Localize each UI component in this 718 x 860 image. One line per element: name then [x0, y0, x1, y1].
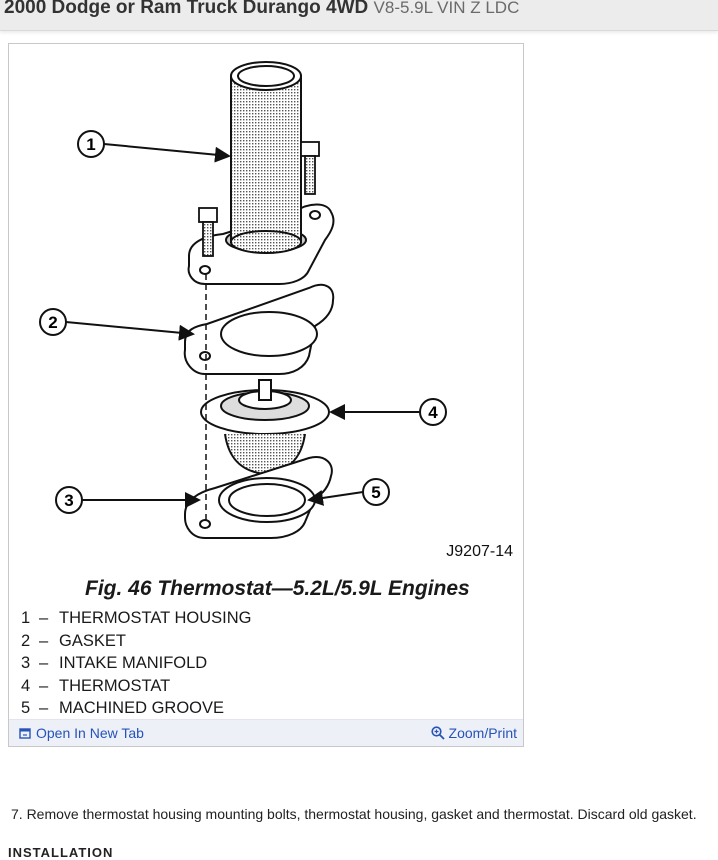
vehicle-engine: V8-5.9L VIN Z LDC: [373, 0, 520, 17]
callout-1: 1: [77, 130, 231, 163]
figure-panel: 1 2 3 4 5 J9207-14 Fig. 46 Thermostat—5.…: [8, 43, 524, 747]
figure-toolbar: Open In New Tab Zoom/Print: [9, 719, 523, 746]
callout-5: 5: [307, 478, 390, 506]
thermostat: [200, 379, 330, 476]
installation-heading: INSTALLATION: [8, 845, 114, 860]
vehicle-model: 2000 Dodge or Ram Truck Durango 4WD: [4, 0, 369, 18]
housing-tube: [230, 61, 302, 254]
vehicle-title: 2000 Dodge or Ram Truck Durango 4WD V8-5…: [4, 0, 519, 19]
callout-3: 3: [55, 486, 201, 514]
document-header: 2000 Dodge or Ram Truck Durango 4WD V8-5…: [0, 0, 718, 31]
legend-item: 5–MACHINED GROOVE: [21, 699, 225, 717]
figure-caption: Fig. 46 Thermostat—5.2L/5.9L Engines: [85, 577, 470, 600]
bolts: [198, 141, 320, 257]
parts-legend: 1–THERMOSTAT HOUSING 2–GASKET 3–INTAKE M…: [21, 609, 252, 722]
legend-item: 2–GASKET: [21, 631, 126, 650]
legend-item: 1–THERMOSTAT HOUSING: [21, 609, 252, 627]
svg-text:1: 1: [86, 135, 95, 154]
svg-text:5: 5: [371, 483, 380, 502]
legend-item: 3–INTAKE MANIFOLD: [21, 654, 208, 672]
open-new-tab-icon: [19, 727, 32, 743]
svg-text:4: 4: [428, 403, 438, 422]
open-new-tab-label: Open In New Tab: [36, 725, 144, 741]
legend-item: 4–THERMOSTAT: [21, 676, 171, 695]
open-new-tab-button[interactable]: Open In New Tab: [19, 725, 144, 743]
zoom-icon: [430, 726, 445, 743]
callout-4: 4: [329, 398, 447, 426]
callout-2: 2: [39, 308, 195, 341]
step-7-text: 7. Remove thermostat housing mounting bo…: [11, 806, 697, 822]
svg-text:2: 2: [48, 313, 57, 332]
zoom-print-button[interactable]: Zoom/Print: [430, 725, 517, 743]
zoom-print-label: Zoom/Print: [448, 725, 517, 741]
thermostat-diagram: 1 2 3 4 5 J9207-14: [39, 61, 513, 560]
gasket: [183, 283, 335, 375]
part-code: J9207-14: [446, 543, 513, 560]
manifold-seat: [184, 456, 333, 539]
svg-text:3: 3: [64, 491, 73, 510]
